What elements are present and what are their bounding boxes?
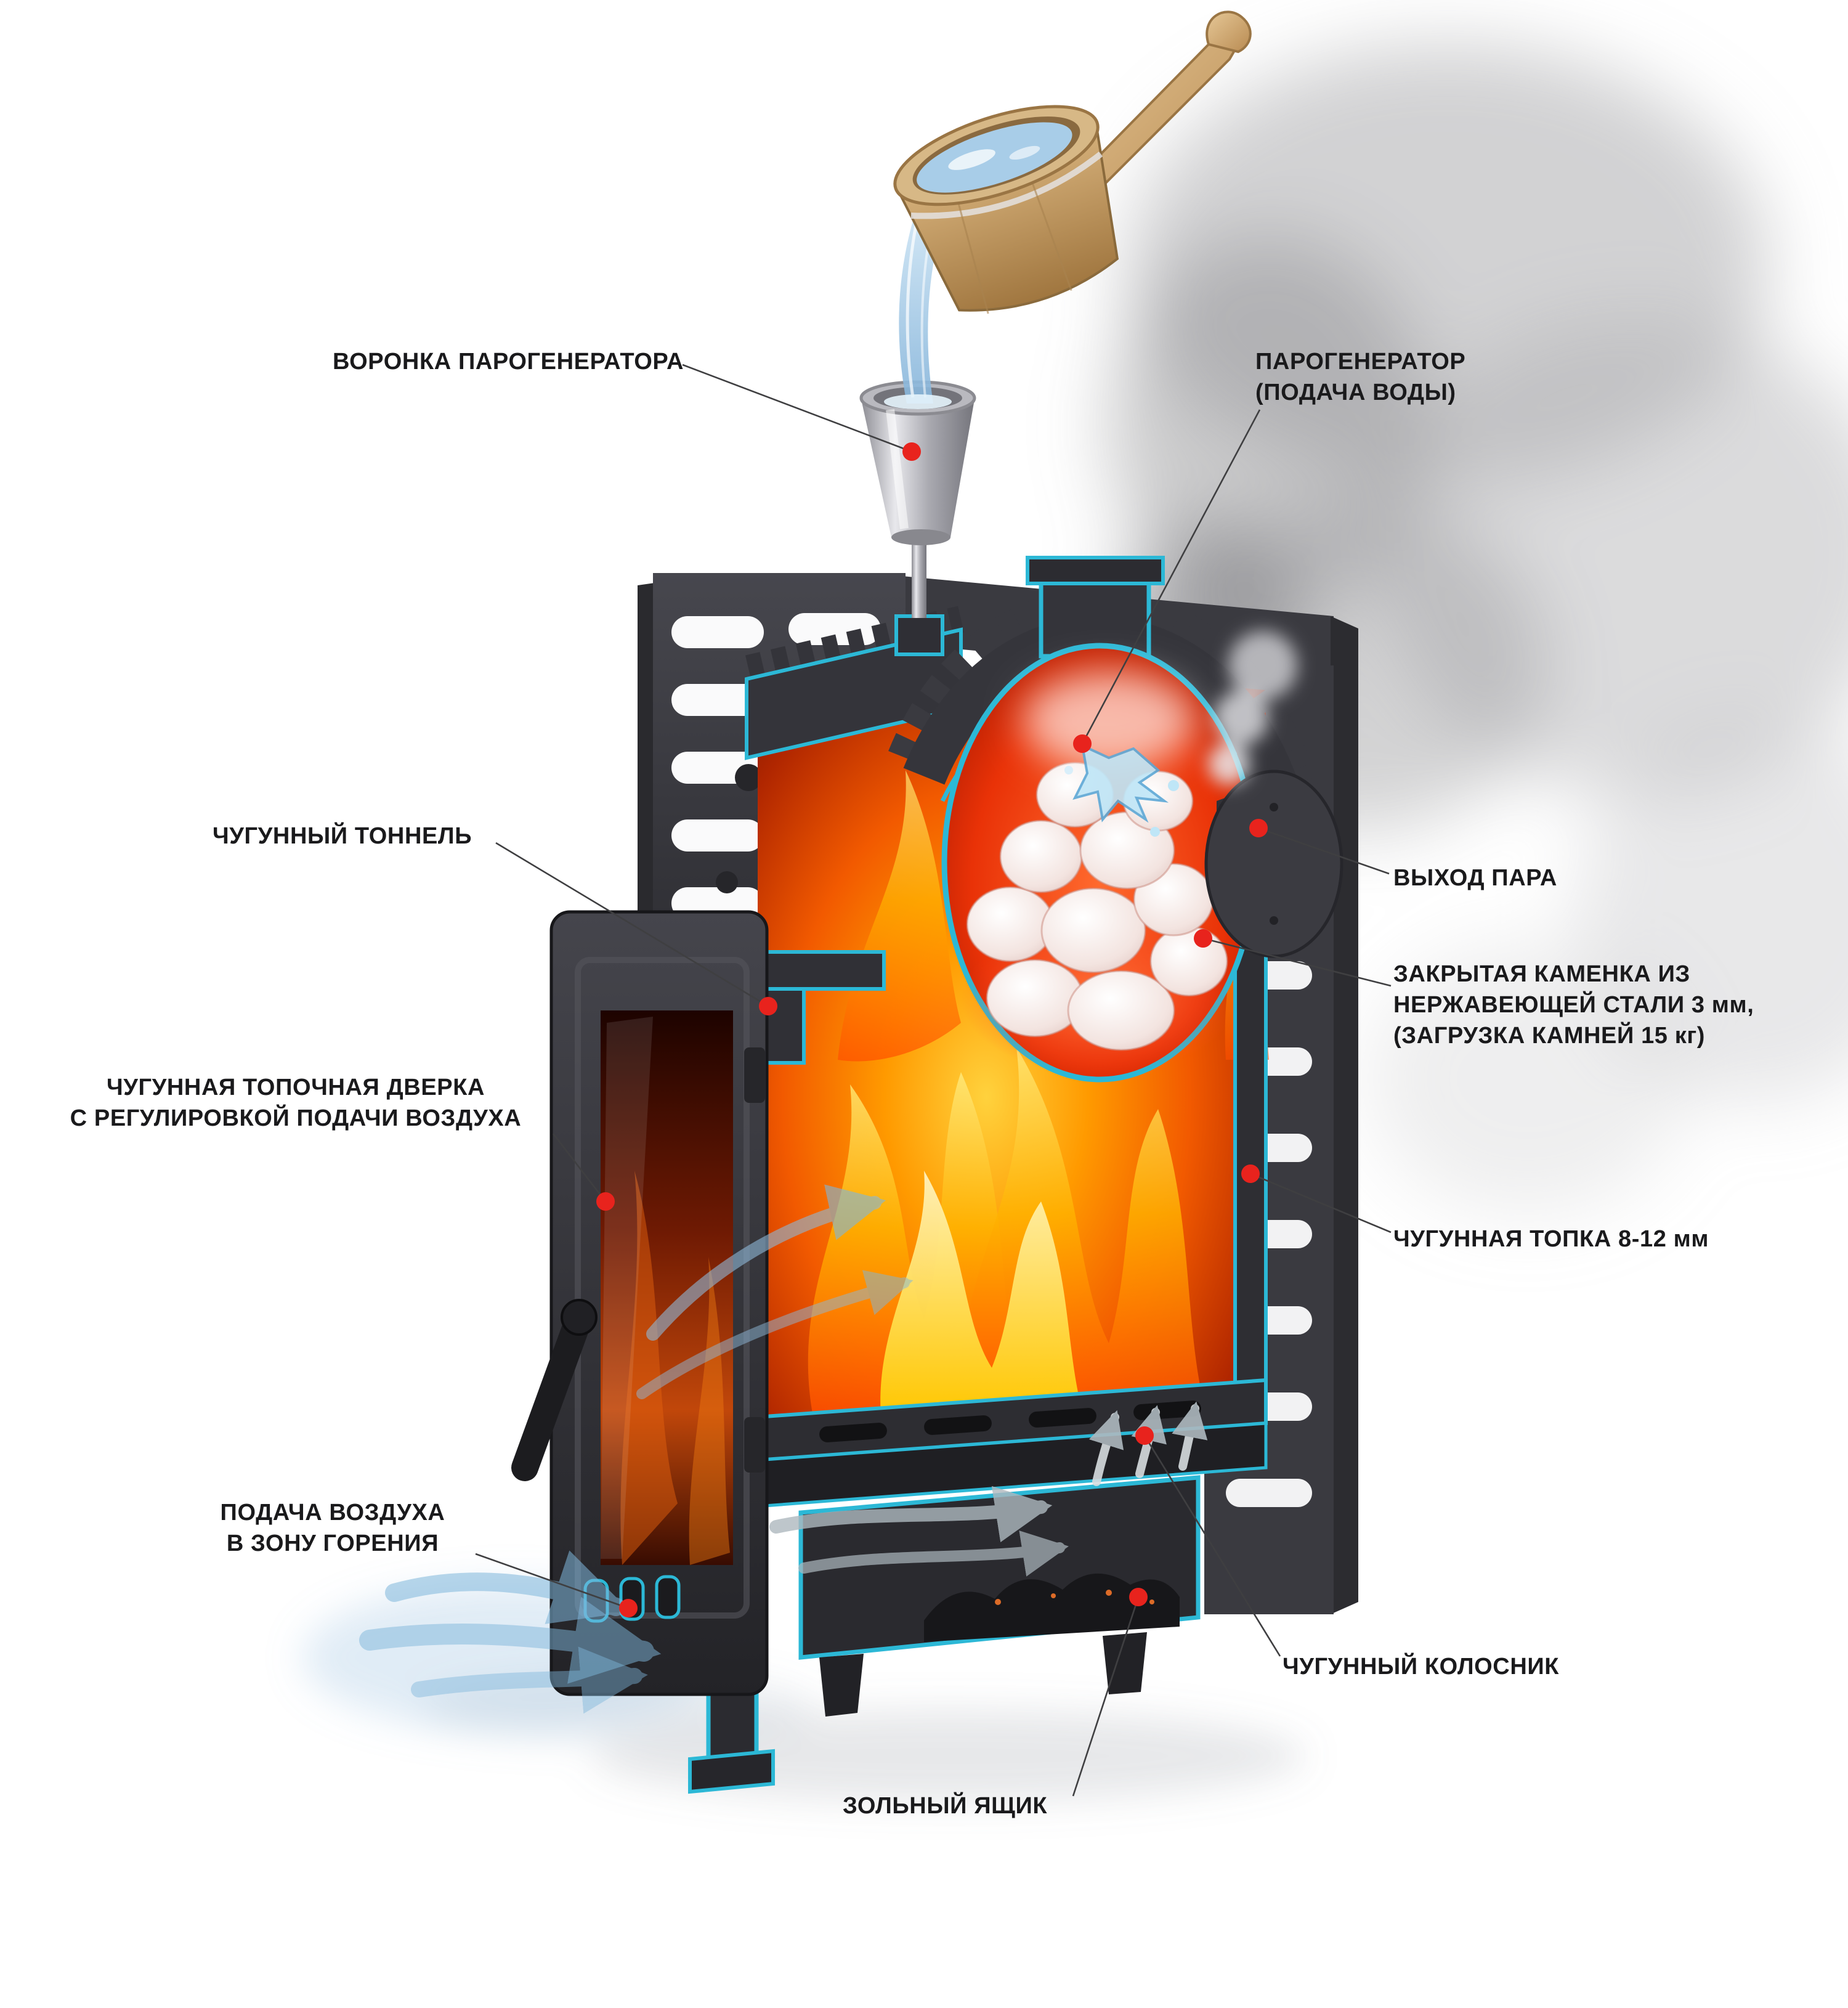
leader-stone-chamber [1202,937,1392,987]
base-foot [688,1749,775,1794]
marker-dot-steam-exit [1249,819,1268,837]
leg [1103,1632,1147,1694]
marker-dot-stone-chamber [1194,929,1212,948]
marker-dot-tunnel [759,997,777,1015]
leader-grate [1143,1435,1281,1657]
callout-steam-generator: ПАРОГЕНЕРАТОР (ПОДАЧА ВОДЫ) [1255,349,1466,405]
marker-dot-firebox-door [596,1192,615,1211]
marker-dot-ash-box [1129,1588,1148,1606]
callout-firebox: ЧУГУННАЯ ТОПКА 8-12 мм [1393,1226,1709,1252]
air-flow-arrows [359,1184,1208,1714]
leader-firebox-door [552,1133,607,1202]
callout-funnel: ВОРОНКА ПАРОГЕНЕРАТОРА [333,349,684,375]
embers [995,1590,1154,1605]
callout-air-supply: ПОДАЧА ВОЗДУХА В ЗОНУ ГОРЕНИЯ [220,1500,445,1556]
leader-ash-box [1072,1596,1140,1797]
callout-tunnel: ЧУГУННЫЙ ТОННЕЛЬ [213,823,472,849]
stone-chamber [941,643,1258,1083]
callout-steam-exit: ВЫХОД ПАРА [1393,865,1557,891]
leader-steam-exit [1258,827,1390,875]
leader-air-supply [475,1553,629,1609]
callout-stone-chamber: ЗАКРЫТАЯ КАМЕНКА ИЗ НЕРЖАВЕЮЩЕЙ СТАЛИ 3 … [1393,961,1754,1049]
leader-funnel [682,364,912,453]
leader-steam-generator [1081,409,1261,744]
marker-dots [596,442,1268,1617]
marker-dot-funnel [902,442,921,461]
callout-firebox-door: ЧУГУННАЯ ТОПОЧНАЯ ДВЕРКА С РЕГУЛИРОВКОЙ … [70,1075,522,1131]
leader-lines [475,364,1392,1797]
ladle [893,10,1252,314]
steam-in-chamber [1023,672,1195,770]
marker-dot-grate [1135,1426,1154,1445]
callout-grate: ЧУГУННЫЙ КОЛОСНИК [1283,1654,1560,1680]
marker-dot-air-supply [619,1599,638,1617]
callout-ash-box: ЗОЛЬНЫЙ ЯЩИК [843,1793,1048,1819]
marker-dot-firebox [1241,1165,1260,1183]
firebox-door [511,910,769,1696]
leader-firebox [1250,1173,1392,1234]
leg [819,1654,864,1717]
marker-dot-steam-generator [1073,734,1092,753]
ladle-cup [893,105,1119,314]
leader-tunnel [495,842,769,1007]
door-handle[interactable] [511,1299,598,1481]
ash-coals [924,1573,1180,1642]
steam-puffs [1208,631,1297,785]
steam-outlet [1204,631,1343,958]
water-splash [1064,743,1179,837]
